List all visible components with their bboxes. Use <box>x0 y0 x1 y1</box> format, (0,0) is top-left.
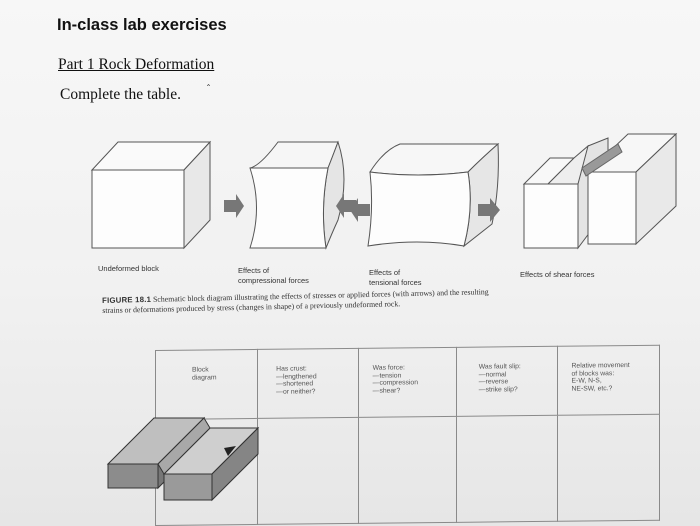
cell-force-answer[interactable] <box>358 416 457 524</box>
compressed-block <box>249 140 345 250</box>
caption-text: Schematic block diagram illustrating the… <box>102 287 489 315</box>
instruction-text: Complete the table. <box>60 86 181 103</box>
cell-movement-answer[interactable] <box>557 414 660 522</box>
stretched-block <box>367 142 500 248</box>
figure-caption: FIGURE 18.1 Schematic block diagram illu… <box>102 287 492 315</box>
header-relative-movement: Relative movement of blocks was: E-W, N-… <box>557 345 660 416</box>
header-crust: Has crust: —lengthened —shortened —or ne… <box>257 348 359 419</box>
header-force: Was force: —tension —compression —shear? <box>358 347 457 418</box>
tension-arrow-left <box>350 198 370 222</box>
caption-label: FIGURE 18.1 <box>102 294 152 305</box>
label-undeformed: Undeformed block <box>98 264 159 273</box>
header-fault-slip: Was fault slip: —normal —reverse —strike… <box>456 346 558 417</box>
label-compressional: Effects of compressional forces <box>238 266 309 285</box>
undeformed-block <box>90 140 212 250</box>
cell-fault-slip-answer[interactable] <box>456 415 558 523</box>
tension-arrow-right <box>478 198 500 222</box>
label-tensional: Effects of tensional forces <box>369 268 422 287</box>
figure-drawing <box>90 132 678 250</box>
sheared-block <box>522 132 678 250</box>
compression-arrow-right <box>336 194 356 218</box>
part-heading: Part 1 Rock Deformation <box>58 56 215 73</box>
faulted-block-illustration <box>106 416 260 502</box>
page-title: In-class lab exercises <box>57 16 227 34</box>
cell-crust-answer[interactable] <box>257 417 359 525</box>
stray-mark: ˆ <box>206 84 211 95</box>
compression-arrow-left <box>224 194 244 218</box>
label-shear: Effects of shear forces <box>520 270 595 279</box>
block-diagram-figure: Undeformed block Effects of compressiona… <box>88 128 688 288</box>
